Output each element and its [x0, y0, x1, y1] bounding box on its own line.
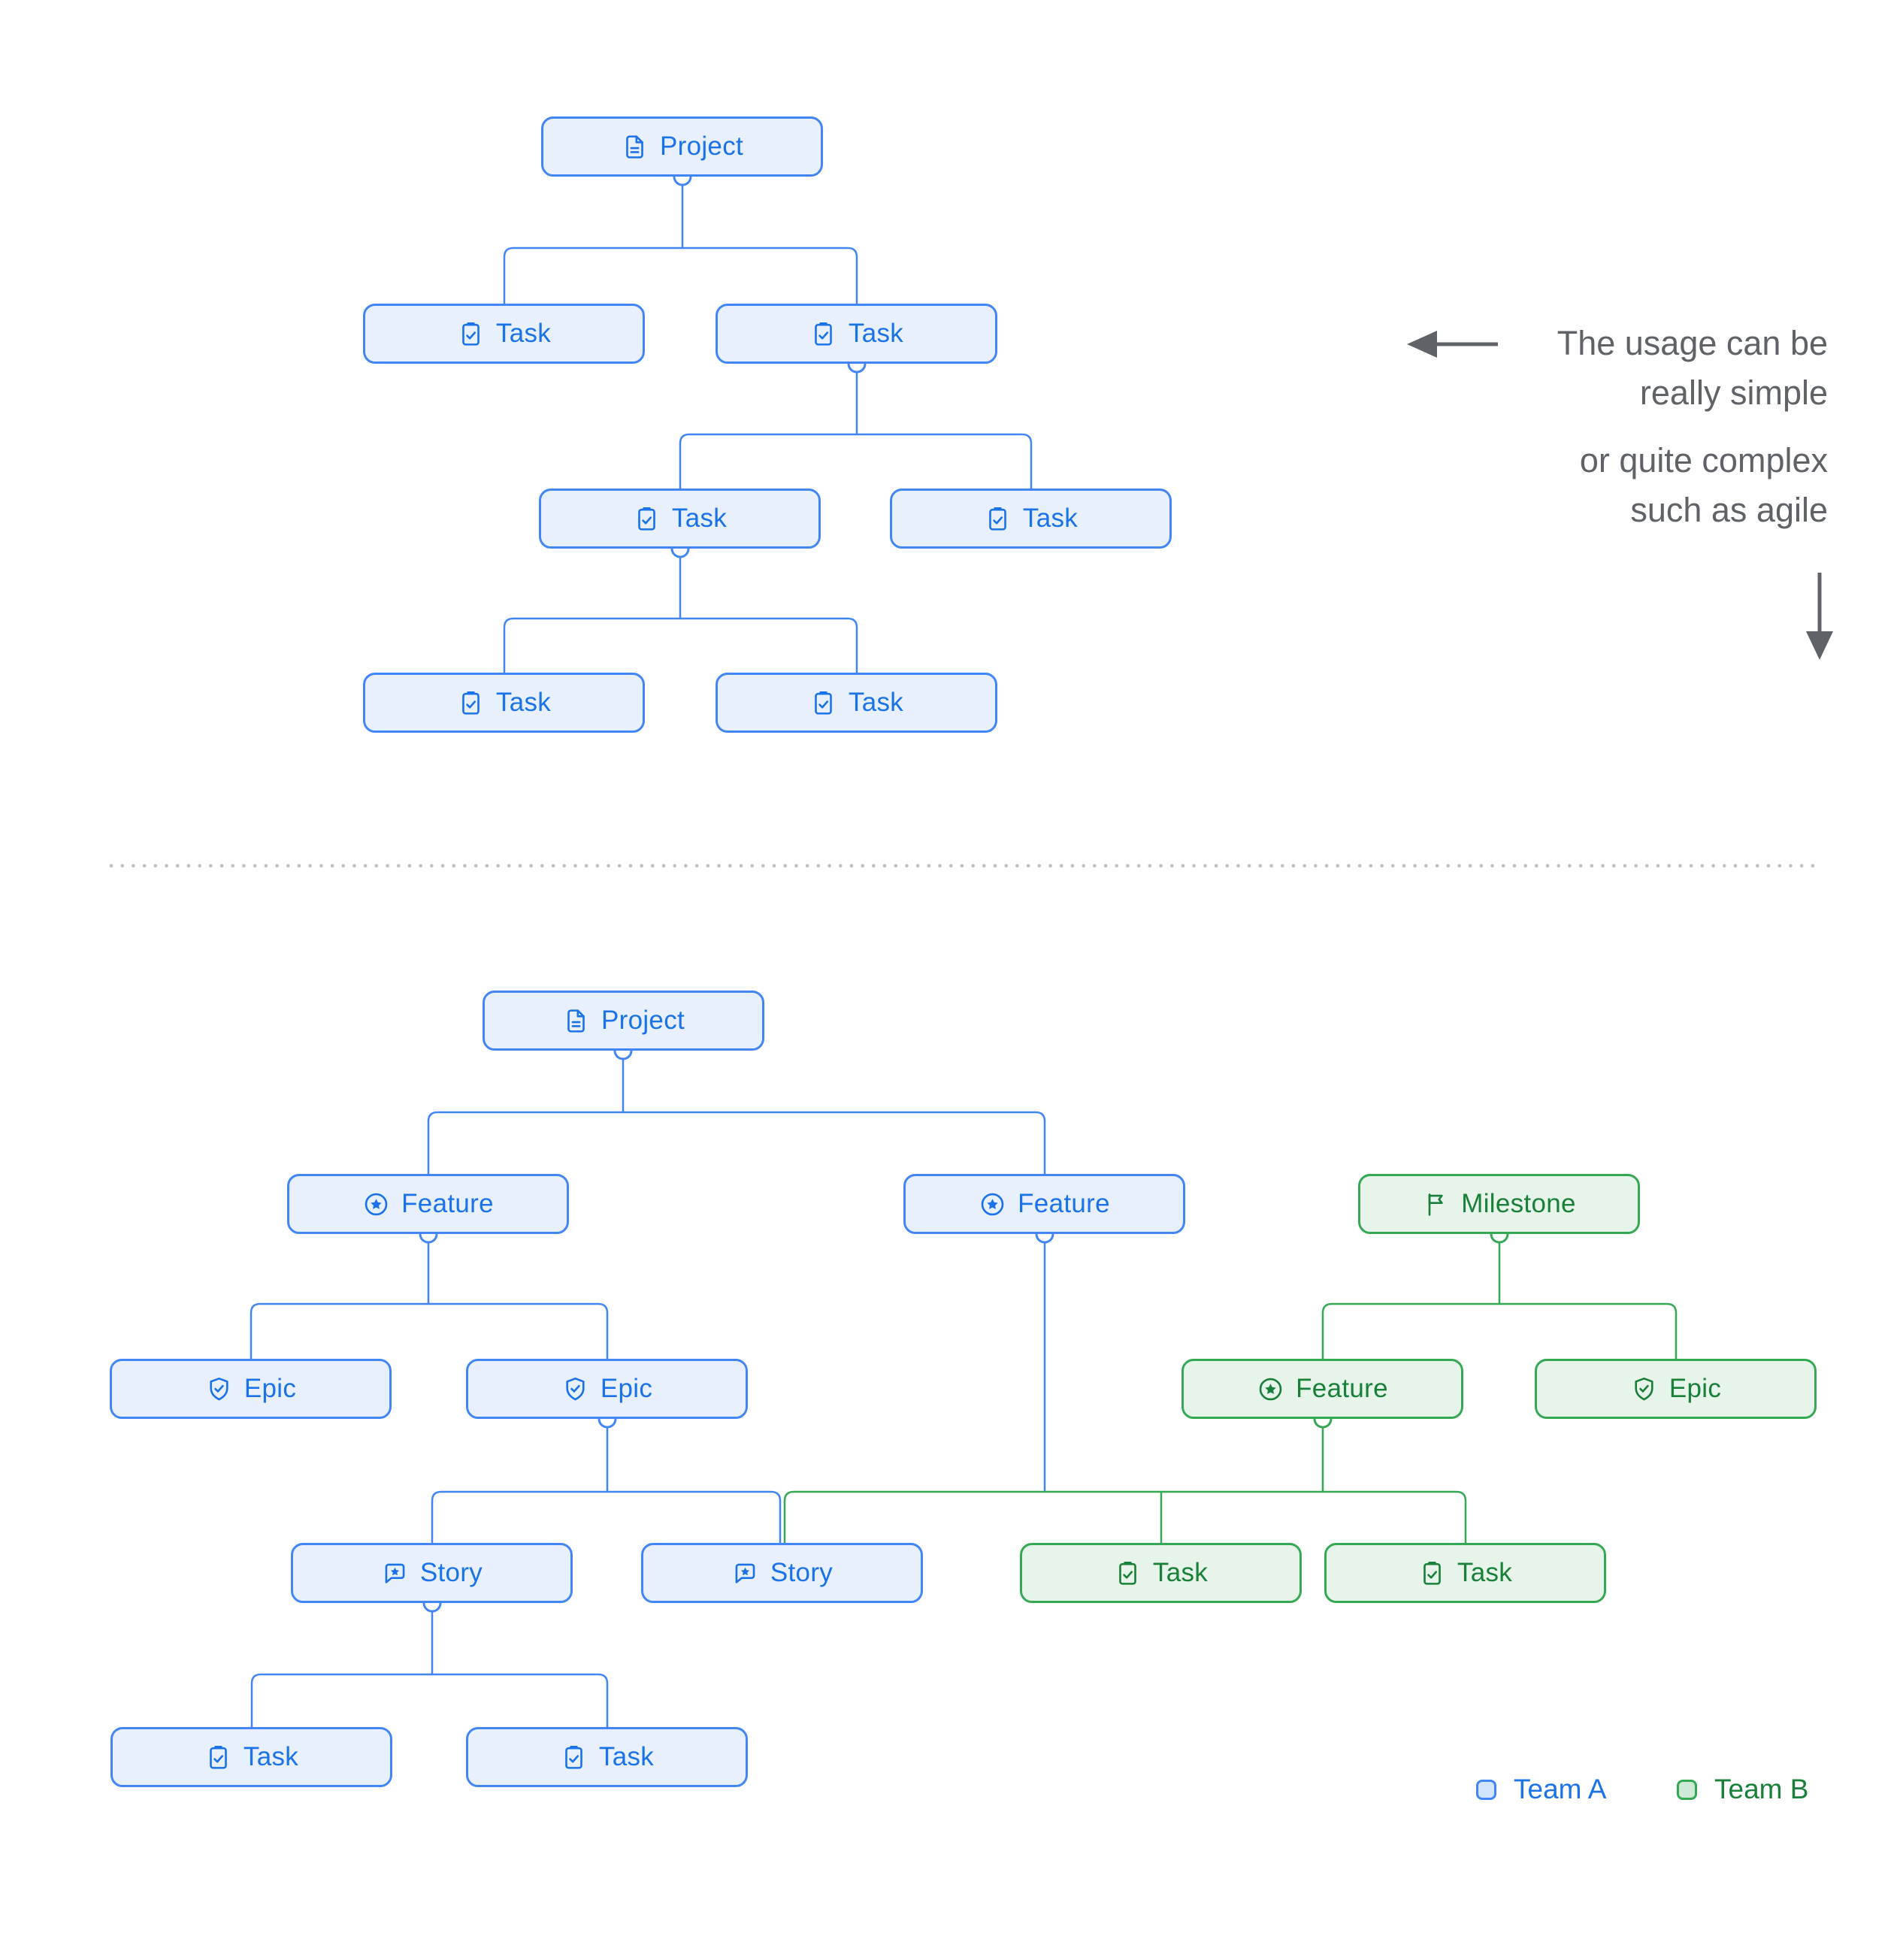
feature-star-icon: [362, 1190, 390, 1218]
node-label: Task: [671, 504, 728, 533]
task-check-icon: [633, 505, 661, 533]
node-label: Task: [495, 688, 552, 717]
node-task: Task: [539, 488, 821, 549]
simple-tree-connectors: [503, 177, 1033, 673]
epic-shield-icon: [561, 1375, 589, 1403]
epic-shield-icon: [205, 1375, 233, 1403]
task-check-icon: [560, 1744, 588, 1771]
node-label: Epic: [1669, 1374, 1722, 1403]
complex-tree-green-connectors: [783, 1234, 1678, 1543]
annotation-text: The usage can be really simple or quite …: [1557, 319, 1828, 536]
node-label: Project: [601, 1006, 685, 1035]
node-label: Task: [1152, 1558, 1209, 1587]
document-icon: [562, 1007, 590, 1035]
annotation-line: such as agile: [1630, 491, 1828, 530]
epic-shield-icon: [1630, 1375, 1658, 1403]
node-label: Task: [243, 1742, 299, 1771]
team-b-swatch: [1677, 1779, 1697, 1800]
node-epic: Epic: [1535, 1359, 1817, 1419]
node-label: Story: [419, 1558, 483, 1587]
node-label: Task: [495, 319, 552, 348]
story-bubble-icon: [731, 1559, 759, 1587]
node-label: Epic: [244, 1374, 297, 1403]
node-label: Task: [848, 319, 904, 348]
node-task: Task: [716, 673, 997, 733]
node-label: Story: [770, 1558, 834, 1587]
node-story: Story: [291, 1543, 573, 1603]
node-label: Task: [598, 1742, 655, 1771]
feature-star-icon: [1257, 1375, 1284, 1403]
node-task: Task: [363, 673, 645, 733]
task-check-icon: [1114, 1559, 1142, 1587]
task-check-icon: [809, 320, 837, 348]
document-icon: [621, 133, 649, 161]
node-task: Task: [363, 304, 645, 364]
annotation-line: The usage can be: [1557, 324, 1828, 362]
task-check-icon: [984, 505, 1012, 533]
milestone-flag-icon: [1422, 1190, 1450, 1218]
complex-tree-blue-connectors: [250, 1051, 1046, 1727]
node-project: Project: [483, 991, 764, 1051]
story-bubble-icon: [381, 1559, 409, 1587]
legend-team-a: Team A: [1476, 1774, 1606, 1805]
annotation-down-arrow: [1806, 573, 1833, 660]
complex-tree-blue-connector-dots: [419, 1041, 1054, 1613]
node-milestone: Milestone: [1358, 1174, 1640, 1234]
node-feature: Feature: [903, 1174, 1185, 1234]
annotation-line: or quite complex: [1579, 441, 1828, 480]
annotation-left-arrow: [1407, 331, 1498, 358]
legend-label: Team B: [1714, 1774, 1809, 1804]
task-check-icon: [809, 689, 837, 717]
annotation-line: really simple: [1639, 374, 1828, 413]
node-label: Feature: [401, 1189, 494, 1218]
legend-team-b: Team B: [1677, 1774, 1808, 1805]
node-task: Task: [890, 488, 1172, 549]
task-check-icon: [204, 1744, 232, 1771]
node-label: Task: [848, 688, 904, 717]
node-epic: Epic: [110, 1359, 392, 1419]
node-task: Task: [110, 1727, 392, 1787]
node-label: Feature: [1018, 1189, 1110, 1218]
task-check-icon: [457, 689, 485, 717]
node-task: Task: [1020, 1543, 1302, 1603]
node-label: Task: [1022, 504, 1079, 533]
team-a-swatch: [1476, 1779, 1496, 1800]
node-story: Story: [641, 1543, 923, 1603]
node-task: Task: [1324, 1543, 1606, 1603]
node-label: Feature: [1296, 1374, 1388, 1403]
node-label: Task: [1457, 1558, 1513, 1587]
node-label: Epic: [600, 1374, 653, 1403]
legend-label: Team A: [1514, 1774, 1607, 1804]
node-feature: Feature: [1181, 1359, 1463, 1419]
feature-star-icon: [979, 1190, 1006, 1218]
node-feature: Feature: [287, 1174, 569, 1234]
node-label: Project: [659, 132, 744, 161]
task-check-icon: [457, 320, 485, 348]
node-label: Milestone: [1461, 1189, 1576, 1218]
node-project: Project: [541, 116, 823, 177]
node-task: Task: [716, 304, 997, 364]
node-task: Task: [466, 1727, 748, 1787]
node-epic: Epic: [466, 1359, 748, 1419]
task-check-icon: [1418, 1559, 1446, 1587]
